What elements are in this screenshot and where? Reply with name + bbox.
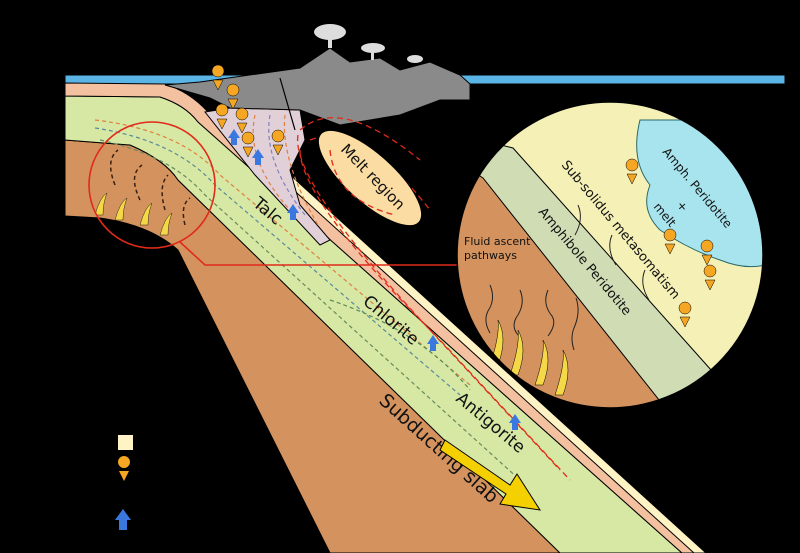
fluid-pathways-label-1: Fluid ascent	[464, 235, 531, 248]
melt-droplet-icon	[118, 456, 131, 481]
highlight-circle	[88, 121, 216, 249]
conduit-line	[279, 77, 296, 131]
volcano-arc	[164, 47, 471, 126]
fluid-arrows	[228, 129, 521, 430]
convection-detail	[89, 149, 191, 236]
ash-clouds	[314, 24, 423, 63]
melt-region: Melt region	[296, 117, 571, 481]
isotherms	[94, 114, 521, 481]
callout-line	[179, 241, 458, 266]
inset-border	[456, 101, 764, 409]
inset-detail: Fluid ascent pathways Amphibole Peridoti…	[457, 102, 763, 408]
fluid-arrow-icon	[115, 509, 131, 530]
slab-motion-arrow	[439, 439, 542, 511]
legend	[115, 435, 133, 530]
square-icon	[118, 435, 133, 450]
fluid-pathways-label-2: pathways	[464, 249, 517, 262]
